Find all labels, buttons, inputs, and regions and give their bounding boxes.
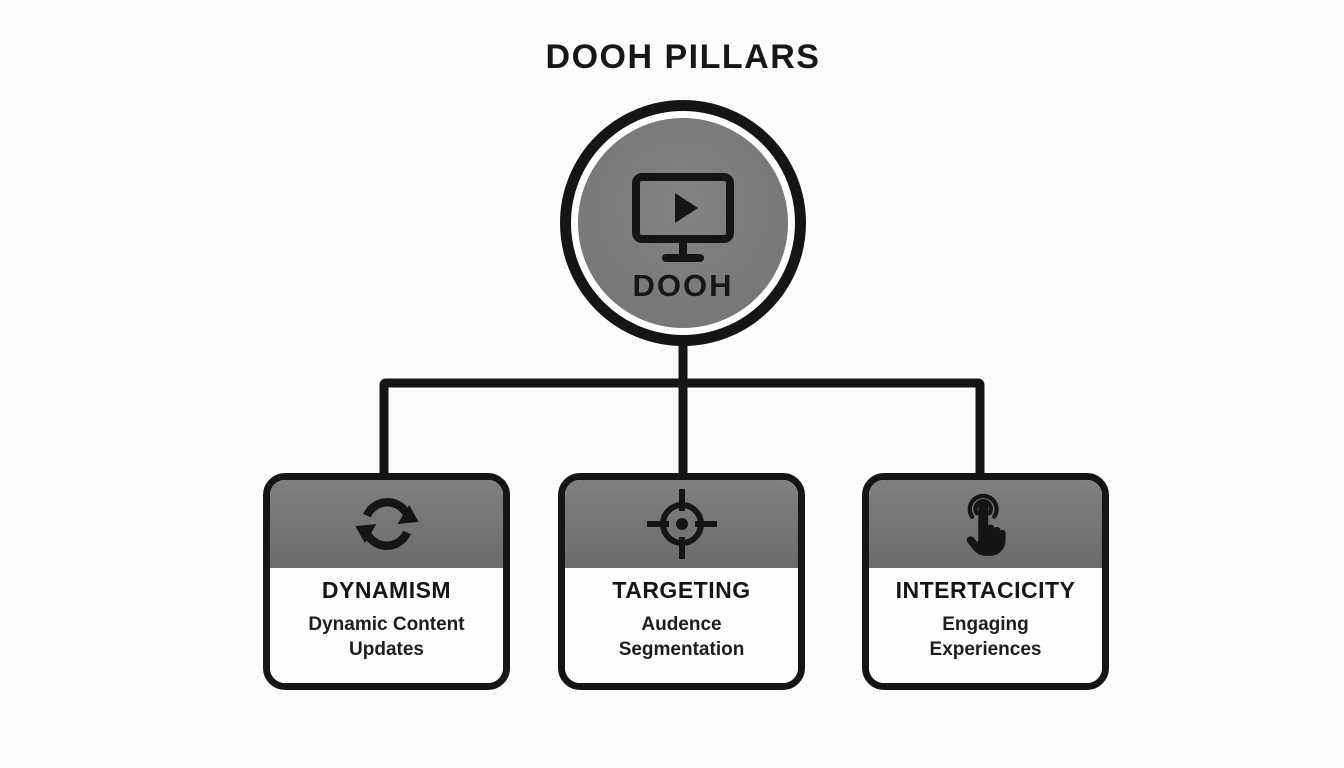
monitor-play-icon [625,169,741,266]
refresh-cycle-icon [349,489,425,559]
pillar-description: Dynamic Content Updates [308,614,465,660]
pillar-card-targeting: TARGETING Audence Segmentation [558,473,805,690]
pillar-card-dynamism: DYNAMISM Dynamic Content Updates [263,473,510,690]
touch-tap-icon [955,488,1017,560]
pillar-description: Audence Segmentation [618,614,745,660]
pillar-title: INTERTACICITY [895,577,1076,603]
target-crosshair-icon [642,483,722,565]
root-node-inner: DOOH [578,118,788,328]
pillar-header [270,480,503,568]
root-node-dooh: DOOH [560,100,806,346]
pillar-header [565,480,798,568]
pillar-title: DYNAMISM [321,577,452,603]
pillar-card-intertacicity: INTERTACICITY Engaging Experiences [862,473,1109,690]
pillar-description: Engaging Experiences [929,614,1042,660]
diagram-title: DOOH PILLARS [545,38,821,76]
root-node-label: DOOH [632,267,734,303]
pillar-header [869,480,1102,568]
pillar-body: TARGETING Audence Segmentation [565,568,798,683]
pillar-body: DYNAMISM Dynamic Content Updates [270,568,503,683]
pillar-body: INTERTACICITY Engaging Experiences [869,568,1102,683]
pillar-title: TARGETING [612,577,751,603]
